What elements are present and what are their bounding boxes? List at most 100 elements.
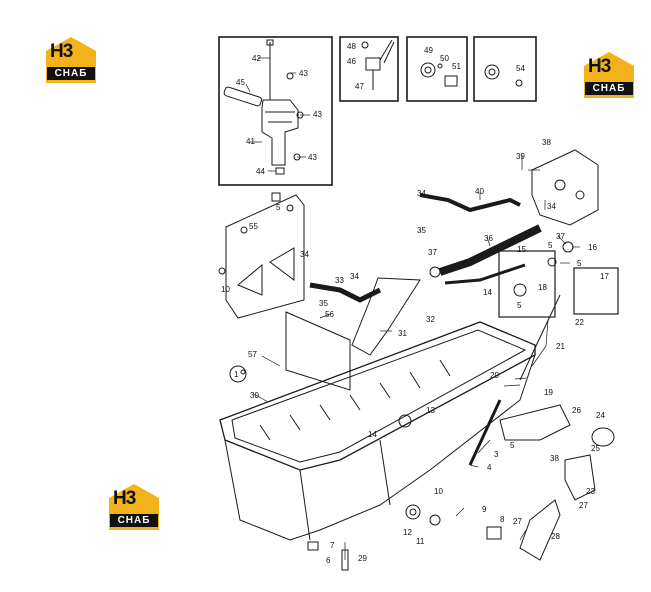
callout-43: 43 bbox=[299, 69, 308, 78]
watermark-logo: H3 СНАБ bbox=[42, 33, 100, 87]
callout-51: 51 bbox=[452, 62, 461, 71]
inset-box-valve bbox=[339, 36, 399, 102]
callout-24: 24 bbox=[596, 411, 605, 420]
oil-pan bbox=[219, 321, 536, 541]
plug-part bbox=[484, 64, 523, 87]
callout-12: 12 bbox=[403, 528, 412, 537]
callout-32: 32 bbox=[426, 315, 435, 324]
callout-37: 37 bbox=[556, 232, 565, 241]
callout-43: 43 bbox=[313, 110, 322, 119]
callout-54: 54 bbox=[516, 64, 525, 73]
callout-36: 36 bbox=[484, 234, 493, 243]
callout-1: 1 bbox=[234, 370, 239, 379]
watermark-logo: H3 СНАБ bbox=[105, 480, 163, 534]
dipstick bbox=[519, 294, 561, 381]
callout-55: 55 bbox=[249, 222, 258, 231]
reference-circle bbox=[229, 365, 247, 383]
callout-34: 34 bbox=[417, 189, 426, 198]
callout-7: 7 bbox=[330, 541, 335, 550]
callout-37: 37 bbox=[428, 248, 437, 257]
oil-pipe-40 bbox=[419, 193, 521, 213]
callout-23: 23 bbox=[586, 487, 595, 496]
baffle-plate bbox=[285, 311, 351, 391]
inset-box-clip bbox=[573, 267, 619, 315]
callout-19: 19 bbox=[544, 388, 553, 397]
callout-25: 25 bbox=[591, 444, 600, 453]
callout-13: 13 bbox=[426, 406, 435, 415]
callout-14: 14 bbox=[368, 430, 377, 439]
logo-wordmark: СНАБ bbox=[47, 67, 95, 80]
callout-28: 28 bbox=[551, 532, 560, 541]
callout-38: 38 bbox=[550, 454, 559, 463]
callout-40: 40 bbox=[475, 187, 484, 196]
callout-39: 39 bbox=[516, 152, 525, 161]
filter-cap bbox=[591, 427, 615, 447]
callout-33: 33 bbox=[335, 276, 344, 285]
callout-5: 5 bbox=[577, 259, 582, 268]
logo-monogram: H3 bbox=[50, 41, 73, 62]
callout-46: 46 bbox=[347, 57, 356, 66]
suction-tube bbox=[351, 277, 421, 356]
callout-34: 34 bbox=[350, 272, 359, 281]
callout-5: 5 bbox=[517, 301, 522, 310]
callout-35: 35 bbox=[417, 226, 426, 235]
callout-27: 27 bbox=[513, 517, 522, 526]
callout-42: 42 bbox=[252, 54, 261, 63]
callout-47: 47 bbox=[355, 82, 364, 91]
callout-10: 10 bbox=[434, 487, 443, 496]
callout-29: 29 bbox=[358, 554, 367, 563]
filter-housing bbox=[564, 454, 596, 501]
callout-45: 45 bbox=[236, 78, 245, 87]
oil-pipe-36 bbox=[438, 224, 542, 276]
callout-44: 44 bbox=[256, 167, 265, 176]
callout-50: 50 bbox=[440, 54, 449, 63]
callout-18: 18 bbox=[538, 283, 547, 292]
inset-box-plug bbox=[473, 36, 537, 102]
logo-monogram: H3 bbox=[113, 488, 136, 509]
callout-6: 6 bbox=[326, 556, 331, 565]
pump-housing bbox=[531, 149, 599, 226]
callout-22: 22 bbox=[575, 318, 584, 327]
callout-9: 9 bbox=[482, 505, 487, 514]
logo-wordmark: СНАБ bbox=[585, 82, 633, 95]
watermark-logo: H3 СНАБ bbox=[580, 48, 638, 102]
callout-41: 41 bbox=[246, 137, 255, 146]
callout-10: 10 bbox=[221, 285, 230, 294]
callout-20: 20 bbox=[490, 371, 499, 380]
callout-56: 56 bbox=[325, 310, 334, 319]
callout-34: 34 bbox=[547, 202, 556, 211]
inset-box-clamp bbox=[498, 250, 556, 318]
inset-box-oil-pump bbox=[218, 36, 333, 186]
leader-lines bbox=[245, 57, 580, 560]
logo-monogram: H3 bbox=[588, 56, 611, 77]
valve-part bbox=[361, 39, 395, 90]
callout-5: 5 bbox=[510, 441, 515, 450]
callout-16: 16 bbox=[588, 243, 597, 252]
dipstick-tube bbox=[468, 399, 502, 466]
seal-part bbox=[420, 62, 458, 87]
callout-48: 48 bbox=[347, 42, 356, 51]
callout-labels: 1 3 4 5 5 5 5 5 6 7 8 9 10 10 11 12 13 1… bbox=[221, 42, 609, 565]
oil-pump-assembly bbox=[223, 39, 304, 175]
callout-3: 3 bbox=[494, 450, 499, 459]
callout-57: 57 bbox=[248, 350, 257, 359]
callout-43: 43 bbox=[308, 153, 317, 162]
callout-35: 35 bbox=[319, 299, 328, 308]
oil-pipe-33 bbox=[309, 282, 382, 303]
callout-21: 21 bbox=[556, 342, 565, 351]
callout-8: 8 bbox=[500, 515, 505, 524]
hose-part bbox=[519, 499, 561, 561]
bracket-part bbox=[225, 194, 305, 319]
bracket-26 bbox=[499, 404, 571, 441]
callout-14: 14 bbox=[483, 288, 492, 297]
callout-31: 31 bbox=[398, 329, 407, 338]
callout-11: 11 bbox=[416, 537, 425, 546]
callout-17: 17 bbox=[600, 272, 609, 281]
callout-26: 26 bbox=[572, 406, 581, 415]
callout-15: 15 bbox=[517, 245, 526, 254]
callout-5: 5 bbox=[548, 241, 553, 250]
callout-38: 38 bbox=[542, 138, 551, 147]
callout-30: 30 bbox=[250, 391, 259, 400]
callout-4: 4 bbox=[487, 463, 492, 472]
